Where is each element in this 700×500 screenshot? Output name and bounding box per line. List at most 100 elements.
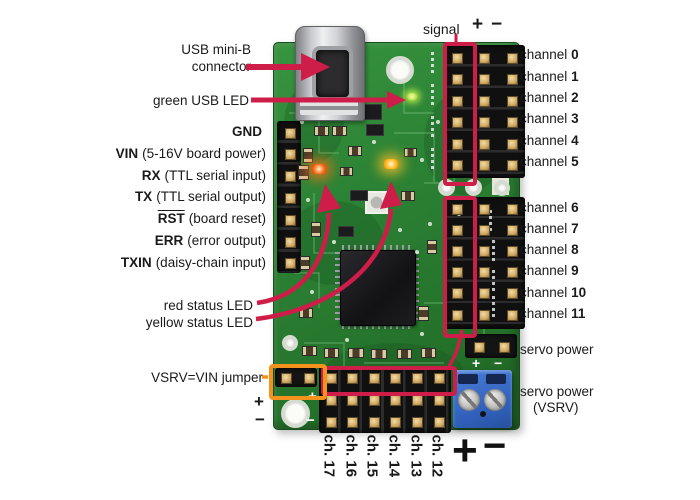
smd-component [404,148,417,157]
smd-component [397,349,412,359]
signal-column-outline-ch6-11 [443,196,477,338]
label-pin-gnd: GND [232,124,262,139]
label-channel-6: channel 6 [520,200,579,215]
label-ch-14: ch. 14 [385,434,403,478]
via [415,250,419,254]
label-channel-7: channel 7 [520,221,579,236]
smd-component [421,348,436,358]
via [310,290,314,294]
label-ch-12: ch. 12 [428,434,446,478]
label-pin-rst: RST(board reset) [157,211,266,227]
label-top-minus: − [491,14,503,35]
smd-component [311,222,321,237]
vsrv-jumper-outline [269,364,327,400]
terminal-slot-2 [486,374,506,384]
label-channel-9: channel 9 [520,263,579,278]
yellow-status-led [384,159,398,169]
label-pin-rx: RX(TTL serial input) [141,167,266,183]
via [420,158,424,162]
via [332,240,336,244]
red-status-led [312,164,326,174]
mounting-hole-bottom [281,399,310,428]
silkscreen-mark [489,210,492,232]
label-ch-17: ch. 17 [320,434,338,478]
smd-component [340,167,353,176]
reset-button [365,191,388,214]
via [420,332,424,336]
silkscreen-mark [492,240,495,262]
through-hole-3 [494,180,510,196]
via [300,120,304,124]
terminal-slot-1 [458,374,478,384]
usb-port-opening [312,46,353,101]
usb-shell-ridges [300,97,358,115]
via [345,338,349,342]
channel-header-12-17 [319,366,451,433]
label-bottom-plus: + [452,426,478,475]
smd-component [298,165,309,180]
signal-row-outline-ch12-17 [321,366,457,396]
label-channel-5: channel 5 [520,154,579,169]
silkscreen-servo-plus: + [472,355,481,371]
via [436,120,440,124]
label-left-minus: − [255,410,265,429]
label-bottom-minus: − [483,424,507,468]
smd-component [371,349,387,359]
silkscreen-servo-minus: − [494,355,503,371]
label-pin-err: ERR(error output) [154,232,266,248]
label-channel-10: channel 10 [520,285,587,300]
label-yellow-status-led: yellow status LED [145,314,253,330]
usb-mini-b-connector [295,26,365,121]
label-usb-connector: USB mini-B connector [181,42,251,74]
label-ch-15: ch. 15 [363,434,381,478]
label-status-leds: red status LED yellow status LED [146,298,253,331]
label-channel-3: channel 3 [520,111,579,126]
label-signal: signal [423,21,460,37]
green-usb-led [407,93,417,100]
smd-component [303,148,313,163]
label-left-plus: + [254,392,264,411]
smd-component [338,226,354,237]
label-channel-1: channel 1 [520,69,579,84]
smd-component [348,146,362,156]
channel-header-0-5 [443,45,525,178]
smd-component [348,348,364,358]
via [428,222,432,226]
label-red-status-led: red status LED [163,298,253,313]
terminal-screw-1 [458,389,480,411]
smd-component [427,240,437,254]
smd-component [332,126,347,136]
label-ch-16: ch. 16 [342,434,360,478]
mounting-hole-top [386,56,414,84]
label-top-plus: + [472,14,484,35]
label-channel-8: channel 8 [520,242,579,257]
silkscreen-mark [492,270,495,292]
label-channel-11: channel 11 [520,306,586,321]
smd-component [324,348,339,358]
silkscreen-mark [431,52,434,74]
terminal-screw-2 [484,389,506,411]
chip-leads-bottom [342,324,412,329]
label-servo-power-vsrv: servo power (VSRV) [520,384,594,415]
via [372,140,376,144]
terminal-dot [480,411,486,417]
label-vsrv-jumper: VSRV=VIN jumper [151,370,263,385]
label-green-usb-led: green USB LED [152,93,249,108]
channel-header-6-11 [443,197,525,329]
label-pin-vin: VIN(5-16V board power) [115,145,266,161]
smd-component [300,256,310,270]
via [306,198,310,202]
chip-leads-right [414,252,419,322]
smd-component [299,308,313,318]
label-servo-power: servo power [520,342,594,357]
smd-component [418,306,429,321]
smd-component [401,191,415,201]
label-pin-tx: TX(TTL serial output) [134,189,266,205]
silkscreen-mark [431,84,434,106]
label-channel-0: channel 0 [520,47,579,62]
smd-component [302,346,317,356]
smd-component [314,126,329,136]
small-hole [282,335,298,351]
signal-column-outline-ch0-5 [443,42,477,186]
